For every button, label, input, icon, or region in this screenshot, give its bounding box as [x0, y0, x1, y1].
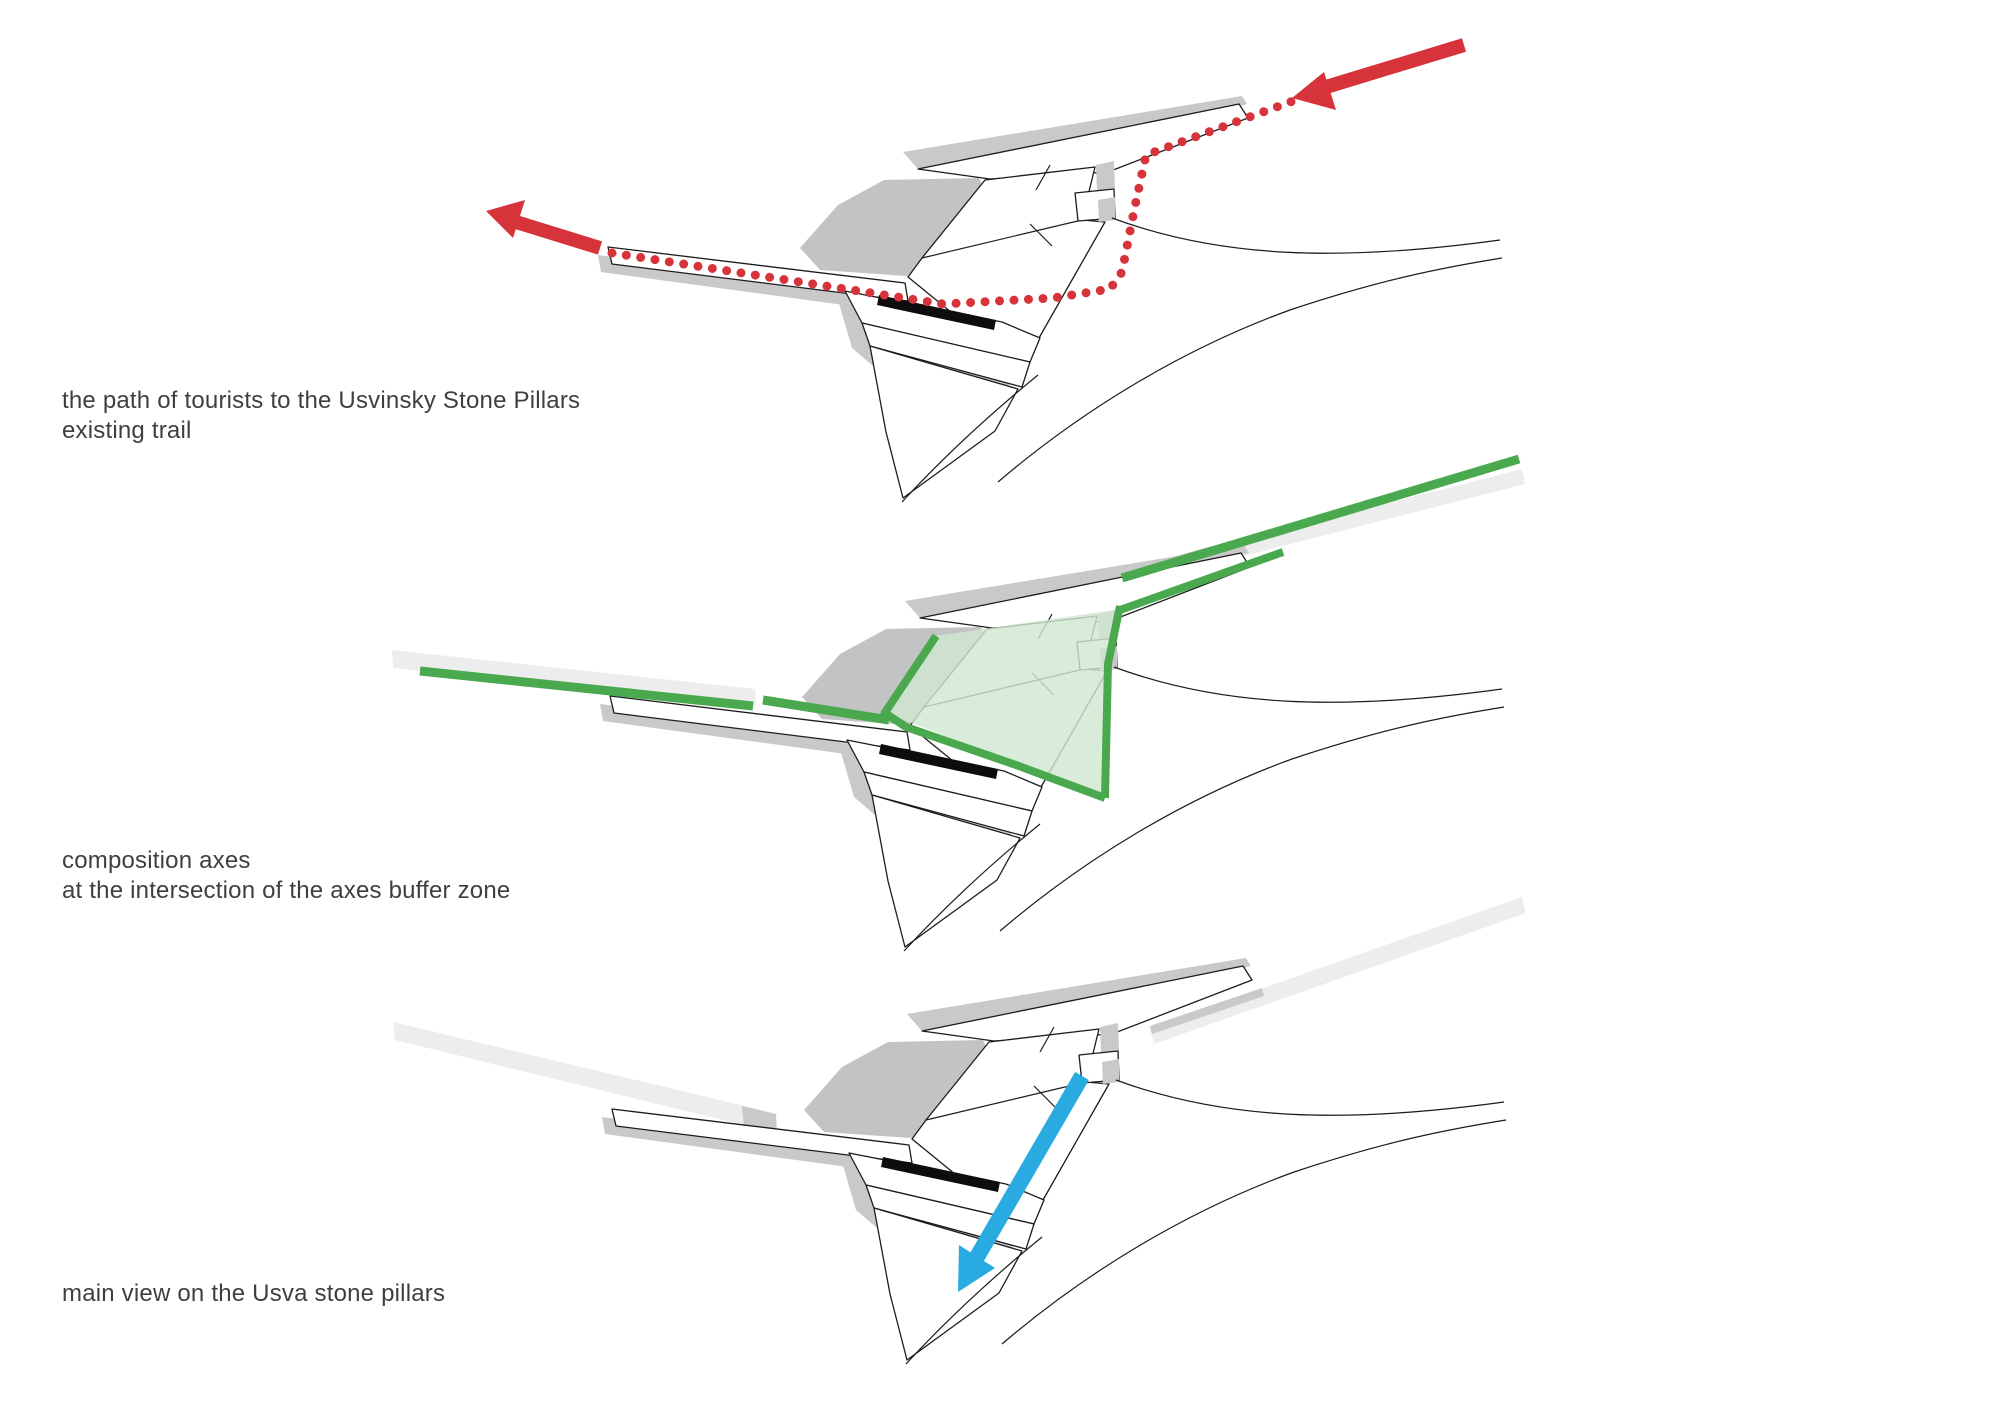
composition-axis-northeast — [1120, 454, 1521, 583]
main-view-arrow-shaft — [970, 1071, 1089, 1262]
caption-tourist-path: the path of tourists to the Usvinsky Sto… — [62, 386, 580, 446]
diagram-tourist-path — [486, 38, 1503, 503]
trail-entry-arrow-shaft — [1323, 38, 1467, 94]
buffer-zone — [888, 610, 1114, 796]
caption-line: composition axes — [62, 847, 251, 874]
caption-line: the path of tourists to the Usvinsky Sto… — [62, 387, 581, 414]
trail-exit-arrow-shaft — [513, 215, 603, 255]
trail-entry-arrow-head — [1292, 72, 1336, 110]
corridor-edge-shading — [1150, 988, 1264, 1034]
composition-axis-west-jog — [762, 695, 890, 725]
caption-composition-axes: composition axes at the intersection of … — [62, 846, 510, 906]
existing-trail-dotted-path — [607, 96, 1298, 309]
diagram-composition-axes — [392, 454, 1525, 952]
axis-corridor-northeast — [1150, 897, 1526, 1044]
buffer-border-right — [1101, 605, 1124, 799]
caption-line: main view on the Usva stone pillars — [62, 1280, 446, 1307]
axis-corridor-west — [392, 650, 756, 706]
composition-axis-west — [419, 666, 754, 711]
axis-corridor-northeast — [1212, 469, 1525, 563]
caption-line: at the intersection of the axes buffer z… — [62, 877, 511, 904]
caption-main-view: main view on the Usva stone pillars — [62, 1279, 445, 1309]
diagram-main-view — [393, 897, 1526, 1365]
axis-corridor-west — [393, 1022, 772, 1132]
buffer-border-left — [880, 633, 940, 717]
trail-exit-arrow-head — [486, 200, 525, 238]
caption-line: existing trail — [62, 417, 192, 444]
buffer-border-top — [1118, 548, 1285, 614]
buffer-border-bottom — [879, 707, 1107, 802]
main-view-arrow-head — [958, 1245, 995, 1292]
